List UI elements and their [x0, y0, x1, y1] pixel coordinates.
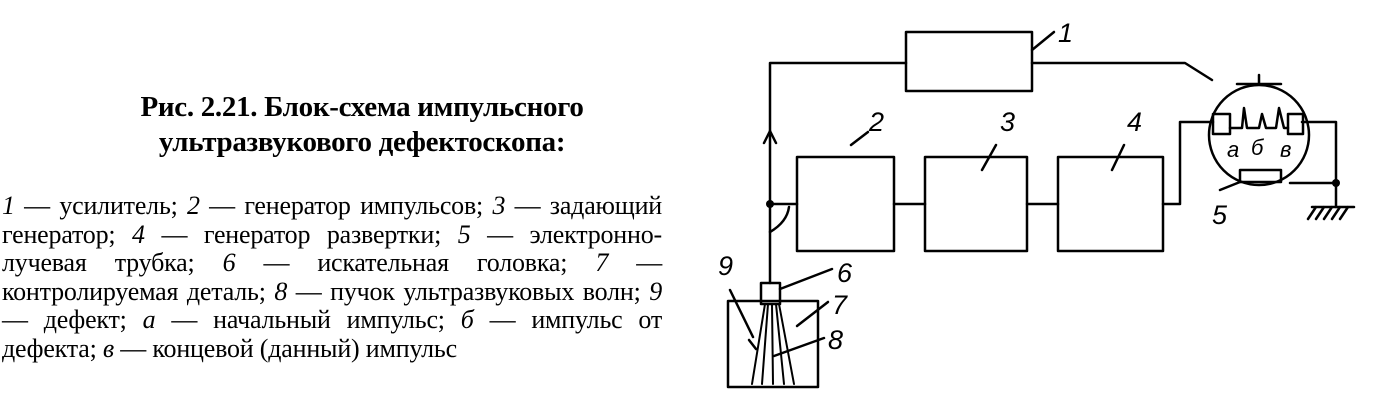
figure-legend: 1 — усилитель; 2 — генератор импульсов; …: [2, 191, 662, 363]
label-crt: 5: [1212, 200, 1228, 230]
legend-item: 3 — задающий генератор;: [2, 191, 662, 249]
legend-item-number: а: [142, 305, 156, 334]
legend-item-number: б: [460, 305, 474, 334]
crt-bottom-plate: [1238, 168, 1283, 184]
figure-title-line-2: ультразвукового дефектоскопа:: [158, 126, 566, 158]
ground-icon: [1306, 205, 1356, 221]
wire-crt-to-ground: [1300, 120, 1338, 209]
legend-item-number: 6: [222, 248, 236, 277]
wire-probe-to-amplifier: [768, 61, 908, 285]
legend-item-dash: —: [505, 191, 550, 220]
legend-item-dash: —: [473, 305, 532, 334]
block-pulse-generator: [795, 155, 896, 253]
legend-item-number: 3: [492, 191, 506, 220]
legend-item-dash: —: [470, 219, 530, 249]
legend-item-text: дефект;: [43, 305, 143, 334]
leader-8: [772, 336, 826, 358]
legend-item: 2 — генератор импульсов;: [187, 191, 492, 220]
defect-icon: [747, 338, 758, 351]
legend-item-text: генератор развертки;: [203, 219, 458, 249]
legend-item: б — импульс от дефекта;: [2, 305, 662, 363]
legend-item-dash: —: [114, 333, 153, 363]
leader-3: [980, 143, 998, 172]
label-wave-beam: 8: [828, 325, 843, 355]
wire-amplifier-to-crt: [1030, 61, 1214, 82]
legend-item-text: усилитель;: [59, 191, 187, 220]
label-sweep-generator: 4: [1127, 107, 1142, 137]
legend-item-text: контролируемая деталь;: [2, 276, 275, 306]
crt-top-plate: [1235, 73, 1283, 86]
legend-item-number: 2: [186, 191, 200, 220]
leader-5: [1218, 180, 1242, 192]
legend-item: 5 — электронно-лучевая трубка;: [2, 220, 662, 278]
legend-item-dash: —: [155, 305, 214, 334]
block-sweep-generator: [1056, 155, 1165, 253]
legend-item-number: 4: [132, 219, 145, 249]
legend-item-dash: —: [235, 248, 318, 277]
legend-item: 8 — пучок ультразвуковых волн;: [274, 277, 649, 306]
label-defect: 9: [718, 251, 733, 281]
label-pulse-v: в: [1280, 137, 1291, 162]
legend-item-dash: —: [144, 219, 204, 249]
figure-title-line-1: Рис. 2.21. Блок-схема импульсного: [140, 91, 584, 123]
legend-item-number: 1: [2, 191, 15, 220]
label-pulse-a: а: [1227, 137, 1239, 162]
legend-item-number: 5: [457, 219, 471, 249]
leader-7: [795, 300, 830, 328]
legend-item-dash: —: [287, 276, 331, 306]
legend-item-number: 7: [595, 248, 609, 277]
crt-left-plate: [1211, 112, 1232, 136]
legend-item-dash: —: [199, 191, 245, 220]
label-pulse-b: б: [1251, 135, 1265, 160]
wave-beam-icon: [751, 303, 795, 385]
legend-item: 4 — генератор развертки;: [132, 220, 458, 249]
legend-item: 1 — усилитель;: [2, 191, 187, 220]
legend-item-number: 8: [274, 276, 288, 306]
legend-item-text: импульс от дефекта;: [2, 305, 662, 363]
label-amplifier: 1: [1058, 18, 1073, 48]
legend-item-dash: —: [2, 305, 44, 334]
block-amplifier: [904, 30, 1034, 93]
legend-item-text: электронно-лучевая трубка;: [2, 219, 662, 277]
legend-item: 9 — дефект;: [2, 277, 662, 335]
label-probe-head: 6: [837, 258, 853, 288]
legend-item-text: пучок ультразвуковых волн;: [330, 276, 650, 306]
label-test-part: 7: [832, 290, 848, 320]
leader-9: [728, 288, 755, 339]
crt-right-plate: [1286, 112, 1305, 136]
figure-title: Рис. 2.21. Блок-схема импульсного ультра…: [62, 90, 662, 160]
block-test-part: [726, 299, 820, 389]
junction-dot-probe: [766, 200, 774, 208]
legend-item-dash: —: [608, 248, 662, 277]
label-pulse-generator: 2: [868, 107, 884, 137]
block-probe-head: [759, 281, 782, 306]
block-master-generator: [923, 155, 1029, 253]
legend-item-text: задающий генератор;: [2, 191, 663, 249]
legend-item-text: генератор импульсов;: [244, 191, 493, 220]
leader-1: [1030, 30, 1056, 52]
legend-item-text: искательная головка;: [317, 248, 596, 277]
label-master-generator: 3: [1000, 107, 1015, 137]
legend-item: а — начальный импульс;: [143, 305, 461, 334]
legend-item: 7 — контролируемая деталь;: [2, 248, 662, 306]
legend-item-text: начальный импульс;: [213, 305, 461, 334]
leader-hook: [768, 205, 791, 234]
leader-4: [1110, 143, 1126, 172]
leader-6: [778, 267, 834, 291]
legend-item-number: 9: [649, 276, 662, 306]
crt-trace: [1228, 106, 1290, 130]
legend-item: в — концевой (данный) импульс: [103, 334, 457, 363]
wire-4-to-crt: [1161, 120, 1215, 206]
legend-item-text: концевой (данный) импульс: [152, 333, 457, 363]
legend-item: 6 — искательная головка;: [223, 248, 596, 277]
wire-arrow-head: [762, 129, 778, 145]
legend-item-number: в: [102, 333, 114, 363]
leader-2: [849, 130, 870, 147]
junction-dot-ground: [1332, 179, 1340, 187]
legend-item-dash: —: [14, 191, 60, 220]
